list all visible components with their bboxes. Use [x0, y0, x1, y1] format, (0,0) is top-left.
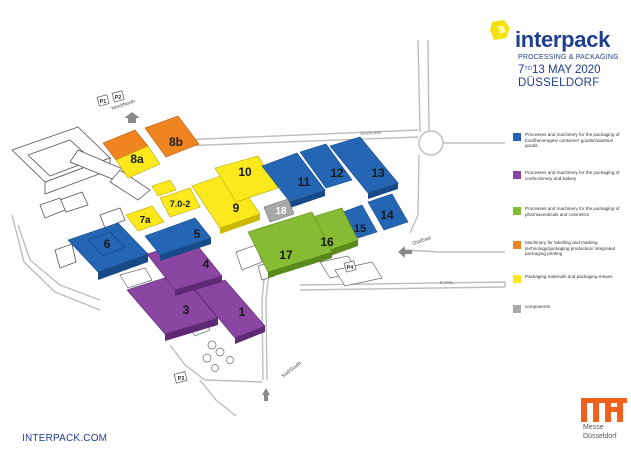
brand-tagline: PROCESSING & PACKAGING: [518, 54, 619, 61]
service-buildings: [119, 244, 383, 372]
date-to-small: TO: [524, 66, 532, 72]
hall-8b[interactable]: [144, 115, 200, 158]
exhibition-halls: [67, 115, 409, 344]
hall-label-7-0-2: 7.0-2: [170, 199, 191, 209]
hall-label-9: 9: [233, 201, 240, 215]
hall-14[interactable]: [367, 193, 409, 231]
legend-swatch: [513, 133, 521, 141]
legend-swatch: [513, 305, 521, 313]
event-dates: 7TO13 MAY 2020: [518, 63, 601, 77]
hall-labels: 1 3 4 5 6 7a 7.0-2 8a 8b 9 10 11 12 13 1…: [104, 135, 394, 319]
hall-7a[interactable]: [125, 205, 165, 232]
hall-label-8b: 8b: [169, 135, 183, 149]
date-rest: 13 MAY 2020: [531, 64, 601, 76]
parking-label-p2: P2: [115, 95, 122, 101]
road-labels: Stockumer B 8/SL: [360, 130, 454, 285]
hall-label-8a: 8a: [130, 152, 144, 166]
hall-17[interactable]: [247, 211, 333, 278]
hall-13[interactable]: [329, 136, 399, 199]
parking-signs: P1 P2 P3 P4: [96, 90, 357, 384]
entrance-south[interactable]: Süd/South: [262, 360, 303, 401]
organizer-line-2: Düsseldorf: [583, 432, 617, 440]
hall-label-11: 11: [298, 175, 311, 189]
legend-swatch: [513, 275, 521, 283]
legend-swatch: [513, 241, 521, 249]
hall-5[interactable]: [144, 217, 212, 261]
brand-name: interpack: [515, 27, 611, 52]
hall-label-3: 3: [183, 303, 190, 317]
legend-text: components: [525, 304, 551, 309]
arrow-left-icon: [398, 246, 412, 258]
organizer-line-1: Messe: [583, 424, 604, 431]
messe-duesseldorf-logo-icon: [581, 398, 627, 422]
hall-label-16: 16: [320, 235, 334, 249]
date-from: 7: [518, 64, 525, 76]
road-label-b8: B 8/SL: [440, 280, 454, 285]
hall-11[interactable]: [261, 152, 326, 208]
road-label-stockumer: Stockumer: [360, 130, 382, 136]
road-network: [11, 39, 506, 417]
hall-label-1: 1: [239, 305, 246, 319]
hall-10[interactable]: [214, 155, 279, 203]
hall-7-0-2[interactable]: [151, 179, 201, 218]
hall-label-14: 14: [380, 208, 394, 222]
hall-label-4: 4: [203, 257, 210, 271]
hall-label-5: 5: [194, 227, 201, 241]
legend-text: Processes and machinery for the packagin…: [525, 132, 620, 149]
parking-label-p1: P1: [100, 99, 107, 105]
interpack-logo-mark-icon: [490, 20, 510, 40]
entrance-label-south: Süd/South: [281, 360, 303, 379]
hall-3[interactable]: [126, 272, 219, 341]
hall-label-6: 6: [104, 237, 111, 251]
event-city: DÜSSELDORF: [518, 77, 600, 89]
hall-label-7a: 7a: [139, 215, 151, 226]
organizer-name: Messe Düsseldorf: [583, 424, 616, 441]
legend-text: Packaging materials and packaging means: [525, 274, 613, 279]
legend-swatch: [513, 207, 521, 215]
parking-p3[interactable]: P3: [173, 371, 188, 384]
arrow-up-icon: [262, 388, 270, 401]
legend-text: Processes and machinery for the packagin…: [525, 206, 620, 217]
hall-label-10: 10: [238, 165, 252, 179]
hall-label-18: 18: [275, 206, 287, 217]
parking-p2[interactable]: P2: [111, 90, 125, 103]
legend-swatch: [513, 171, 521, 179]
hall-label-13: 13: [371, 166, 385, 180]
website-link[interactable]: INTERPACK.COM: [22, 433, 108, 444]
hall-label-15: 15: [354, 223, 366, 235]
hall-9[interactable]: [191, 171, 261, 234]
hall-8a[interactable]: [102, 129, 161, 179]
parking-label-p4: P4: [347, 265, 355, 271]
hall-18[interactable]: [263, 198, 295, 223]
entrance-east[interactable]: Ost/East: [398, 235, 432, 258]
parking-p4[interactable]: P4: [343, 260, 357, 273]
congress-center-complex: [11, 126, 151, 269]
entrance-label-east: Ost/East: [412, 235, 433, 247]
parking-p1[interactable]: P1: [96, 94, 110, 107]
hall-6[interactable]: [67, 222, 149, 280]
arrow-down-icon: [124, 112, 140, 123]
legend-text: Processes and machinery for the packagin…: [525, 170, 620, 181]
parking-label-p3: P3: [178, 376, 185, 382]
hall-12[interactable]: [299, 143, 353, 189]
hall-label-12: 12: [330, 166, 344, 180]
hall-label-17: 17: [279, 248, 293, 262]
legend-text: Machinery for labelling and marking tech…: [525, 240, 616, 257]
